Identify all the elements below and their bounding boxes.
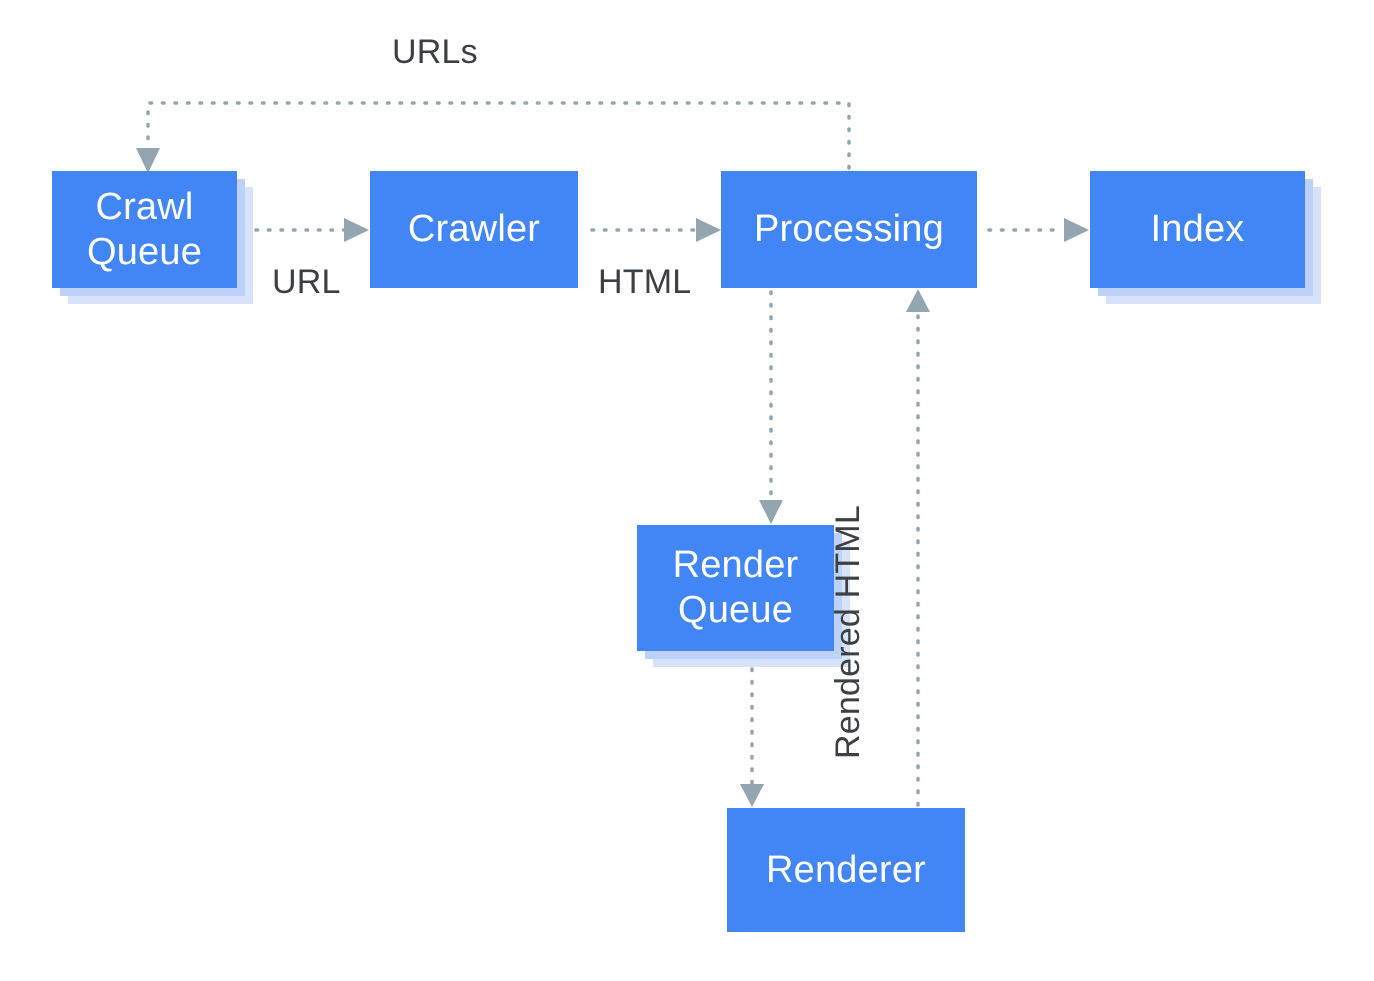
node-index-label: Index bbox=[1150, 208, 1245, 251]
node-crawl-queue-label: Crawl Queue bbox=[86, 185, 203, 273]
edge-crawler-to-processing bbox=[590, 218, 721, 242]
node-render-queue[interactable]: Render Queue bbox=[637, 525, 834, 651]
node-crawl-queue[interactable]: Crawl Queue bbox=[52, 171, 237, 288]
node-renderer-label: Renderer bbox=[765, 848, 927, 891]
edge-label-url: URL bbox=[272, 263, 341, 301]
edge-label-rendered-html: Rendered HTML bbox=[829, 505, 867, 759]
edge-render-queue-to-renderer bbox=[740, 667, 764, 807]
node-processing[interactable]: Processing bbox=[721, 171, 977, 288]
node-render-queue-label: Render Queue bbox=[672, 544, 799, 631]
edge-crawl-queue-to-crawler bbox=[254, 218, 369, 242]
edge-processing-to-render-queue bbox=[759, 290, 783, 524]
node-crawler[interactable]: Crawler bbox=[370, 171, 578, 288]
node-index[interactable]: Index bbox=[1090, 171, 1305, 288]
edge-label-html: HTML bbox=[598, 263, 692, 301]
node-processing-label: Processing bbox=[754, 208, 944, 251]
node-crawler-label: Crawler bbox=[407, 208, 541, 251]
edge-processing-to-index bbox=[987, 218, 1089, 242]
edge-renderer-to-processing bbox=[906, 289, 930, 807]
edge-processing-to-crawl-queue bbox=[136, 101, 851, 173]
node-renderer[interactable]: Renderer bbox=[727, 808, 965, 932]
edge-label-urls: URLs bbox=[392, 33, 478, 71]
